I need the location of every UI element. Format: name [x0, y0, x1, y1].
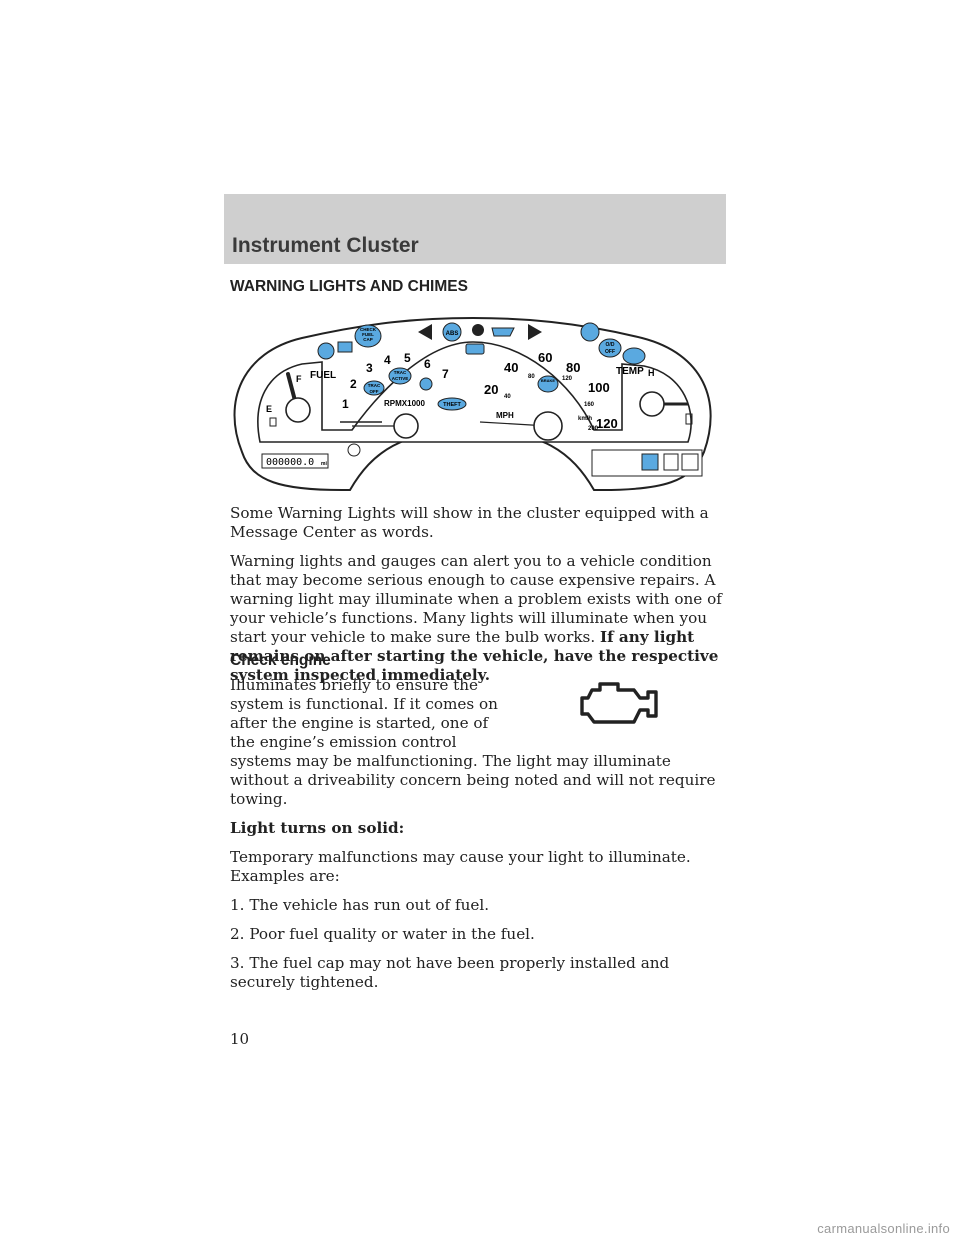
kmh-80: 80: [528, 374, 535, 380]
rpm-unit-label: RPMX1000: [384, 399, 425, 408]
od-off-icon: O/D OFF: [598, 338, 622, 358]
svg-text:THEFT: THEFT: [443, 402, 461, 408]
tach-2: 2: [350, 377, 357, 391]
low-fuel-icon: [317, 342, 335, 360]
abs-icon: ABS: [442, 322, 462, 342]
washer-fluid-icon: [681, 453, 699, 471]
svg-text:OFF: OFF: [370, 389, 379, 394]
airbag-icon: [472, 324, 484, 336]
solid-light-label: Light turns on solid:: [230, 819, 405, 837]
svg-text:FUEL: FUEL: [362, 332, 374, 337]
coolant-icon: [685, 413, 693, 425]
page-number: 10: [230, 1030, 250, 1048]
intro-text: Some Warning Lights will show in the clu…: [230, 504, 726, 695]
tach-6: 6: [424, 357, 431, 371]
kmh-160: 160: [584, 402, 595, 408]
check-fuel-cap-icon: CHECK FUEL CAP: [354, 324, 382, 348]
svg-text:ABS: ABS: [446, 331, 459, 337]
watermark-text: carmanualsonline.info: [817, 1221, 950, 1236]
lamp-out-icon: [663, 453, 679, 471]
mph-100: 100: [588, 380, 610, 395]
solid-light-intro: Temporary malfunctions may cause your li…: [230, 848, 691, 885]
mph-40: 40: [504, 360, 518, 375]
trip-reset-knob: [347, 443, 361, 457]
temperature-gauge: TEMP H: [616, 366, 693, 425]
check-engine-icon-small: [622, 347, 646, 365]
section-title: WARNING LIGHTS AND CHIMES: [230, 278, 468, 295]
intro-paragraph-2: Warning lights and gauges can alert you …: [230, 552, 722, 684]
instrument-cluster-illustration: E F FUEL CHECK FUEL CAP ABS O/D OFF 1 2 …: [233, 316, 712, 491]
battery-icon: [337, 341, 353, 353]
fuel-f-label: F: [296, 374, 302, 384]
traction-warning-icon: [580, 322, 600, 342]
trac-off-icon: TRAC OFF: [363, 380, 385, 396]
mph-60: 60: [538, 350, 552, 365]
list-item: 2. Poor fuel quality or water in the fue…: [230, 925, 535, 943]
fuel-pump-icon: [269, 417, 277, 427]
seatbelt-icon: [419, 377, 433, 391]
check-engine-text: Illuminates briefly to ensure the system…: [230, 676, 726, 992]
chapter-header: Instrument Cluster: [224, 194, 726, 264]
intro-paragraph-1: Some Warning Lights will show in the clu…: [230, 504, 709, 541]
left-turn-signal-icon: [418, 324, 432, 340]
odometer-unit: mi: [321, 461, 327, 467]
list-item: 1. The vehicle has run out of fuel.: [230, 896, 490, 914]
list-item: 3. The fuel cap may not have been proper…: [230, 954, 670, 991]
temp-h-label: H: [648, 368, 655, 378]
temp-label: TEMP: [616, 366, 644, 377]
svg-text:BRAKE: BRAKE: [541, 378, 556, 383]
svg-text:CHECK: CHECK: [360, 327, 377, 332]
mph-20: 20: [484, 382, 498, 397]
chapter-title: Instrument Cluster: [232, 234, 419, 257]
check-engine-icon: [580, 682, 658, 724]
tachometer: 1 2 3 4 5 6 7 TRAC OFF TRAC ACTIVE RPMX1…: [340, 351, 467, 439]
tach-5: 5: [404, 351, 411, 365]
tach-4: 4: [384, 353, 391, 367]
svg-text:O/D: O/D: [606, 342, 615, 348]
headlamp-icon: [465, 343, 485, 355]
fuel-e-label: E: [266, 404, 272, 414]
tach-3: 3: [366, 361, 373, 375]
kmh-120: 120: [562, 376, 573, 382]
svg-text:TRAC: TRAC: [394, 370, 407, 375]
speedometer: 20 40 60 80 100 120 40 80 120 160 200 km…: [479, 350, 618, 441]
fuel-label: FUEL: [310, 370, 336, 381]
kmh-200: 200: [588, 426, 599, 432]
mph-120: 120: [596, 416, 618, 431]
kmh-label: km/h: [578, 416, 592, 422]
brake-icon: BRAKE: [537, 375, 559, 393]
odometer-reading: 000000.0: [266, 457, 314, 468]
odometer: 000000.0 mi: [261, 443, 361, 469]
right-turn-signal-icon: [528, 324, 542, 340]
mph-80: 80: [566, 360, 580, 375]
mph-label: MPH: [496, 411, 514, 420]
kmh-40: 40: [504, 394, 511, 400]
fuel-gauge: E F FUEL: [266, 370, 336, 427]
svg-text:CAP: CAP: [363, 337, 373, 342]
tach-7: 7: [442, 367, 449, 381]
check-engine-heading: Check engine: [230, 652, 331, 669]
svg-text:OFF: OFF: [605, 349, 615, 355]
door-ajar-icon: [641, 453, 659, 471]
trac-active-icon: TRAC ACTIVE: [388, 367, 412, 385]
svg-text:ACTIVE: ACTIVE: [392, 376, 409, 381]
theft-icon: THEFT: [437, 397, 467, 411]
oil-pressure-icon: [491, 327, 515, 337]
svg-text:TRAC: TRAC: [368, 383, 381, 388]
tach-1: 1: [342, 397, 349, 411]
